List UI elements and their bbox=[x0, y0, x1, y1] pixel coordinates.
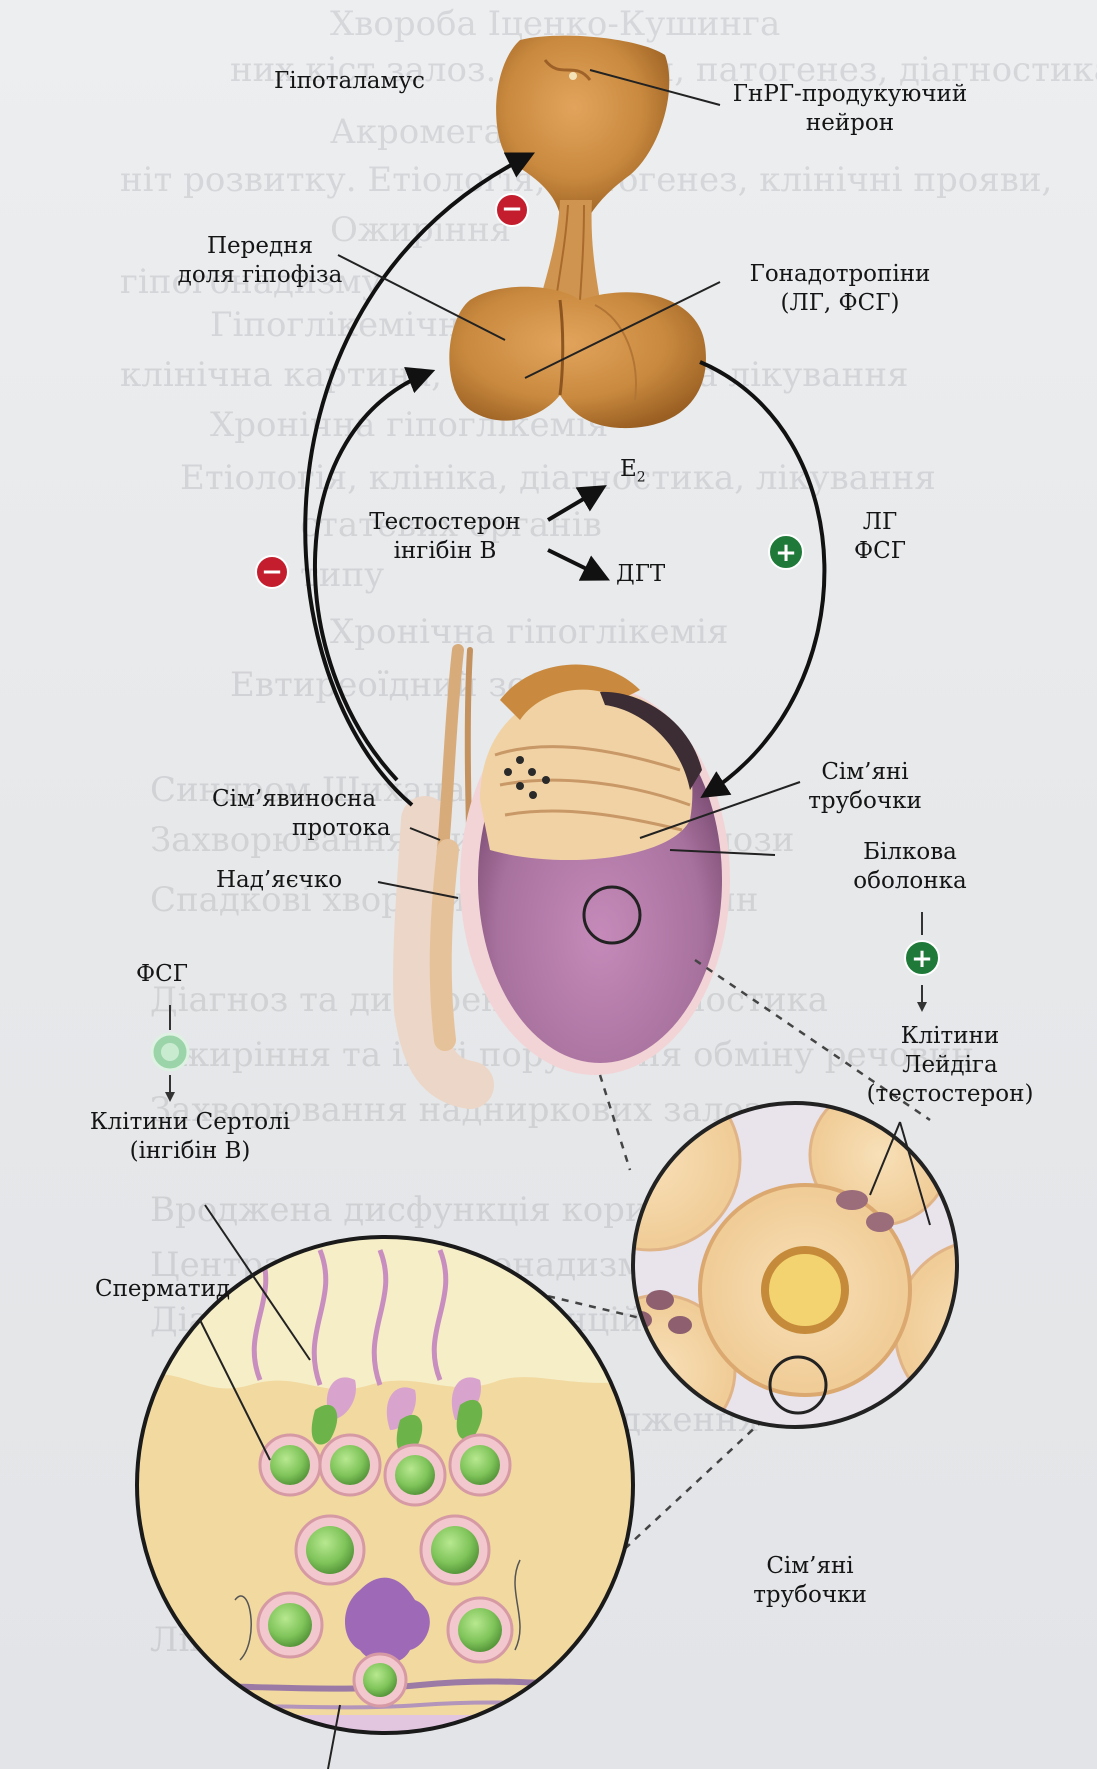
svg-text:+: + bbox=[775, 538, 797, 568]
sertoli-cells-label-line: (інгібін В) bbox=[75, 1137, 305, 1166]
testosterone-to-dht-arrow bbox=[548, 550, 605, 578]
leydig-cells-label-line: Лейдіга bbox=[855, 1051, 1045, 1080]
sertoli-cells-label-line: Клітини Сертолі bbox=[75, 1108, 305, 1137]
epithelium-magnification bbox=[130, 1237, 640, 1740]
gonadotropins-label-line: Гонадотропіни bbox=[725, 260, 955, 289]
testis-illustration bbox=[417, 650, 730, 1085]
tunica-albuginea-label-line: Білкова bbox=[835, 838, 985, 867]
gnrh-neuron-label-line: нейрон bbox=[725, 109, 975, 138]
gonadotropins-label: Гонадотропіни (ЛГ, ФСГ) bbox=[725, 260, 955, 318]
tubule-cross-section bbox=[560, 1070, 1075, 1501]
seminiferous-tubules-bottom-label-line: Сім’яні bbox=[725, 1552, 895, 1581]
anterior-pituitary-label-line: доля гіпофіза bbox=[160, 261, 360, 290]
dht-label: ДГТ bbox=[616, 560, 665, 589]
minus-badge: − bbox=[256, 556, 288, 588]
e2-label-subscript: 2 bbox=[637, 470, 646, 486]
tunica-albuginea-label-line: оболонка bbox=[835, 867, 985, 896]
leydig-cells-label-line: Клітини bbox=[855, 1022, 1045, 1051]
anterior-pituitary-label: Передня доля гіпофіза bbox=[160, 232, 360, 290]
svg-text:−: − bbox=[261, 557, 283, 587]
testosterone-label: Тестостерон bbox=[345, 508, 545, 537]
seminiferous-tubules-bottom-label: Сім’яні трубочки bbox=[725, 1552, 895, 1610]
gonadotropins-label-line: (ЛГ, ФСГ) bbox=[725, 289, 955, 318]
sertoli-cells-label: Клітини Сертолі (інгібін В) bbox=[75, 1108, 305, 1166]
testosterone-to-e2-arrow bbox=[548, 488, 602, 520]
fsg-symbol bbox=[152, 1034, 188, 1070]
minus-badge: − bbox=[496, 194, 528, 226]
seminiferous-tubules-label-line: Сім’яні bbox=[795, 758, 935, 787]
leydig-cells-label-line: (тестостерон) bbox=[855, 1080, 1045, 1109]
gnrh-neuron-label: ГнРГ-продукуючий нейрон bbox=[725, 80, 975, 138]
vas-deferens-label-line: протока bbox=[212, 814, 391, 843]
e2-label-base: E bbox=[620, 456, 637, 482]
spermatid-label: Сперматид bbox=[95, 1275, 230, 1304]
seminiferous-tubules-label-line: трубочки bbox=[795, 787, 935, 816]
fsg-left-label: ФСГ bbox=[136, 960, 188, 989]
hypothalamus-label: Гіпоталамус bbox=[274, 67, 425, 96]
svg-text:−: − bbox=[501, 194, 523, 224]
pituitary-stalk bbox=[540, 200, 600, 300]
fsh-label: ФСГ bbox=[840, 537, 920, 566]
testosterone-inhibin-label: Тестостерон інгібін В bbox=[345, 508, 545, 566]
anterior-pituitary-label-line: Передня bbox=[160, 232, 360, 261]
vas-deferens-label: Сім’явиносна протока bbox=[212, 785, 391, 843]
vas-deferens-label-line: Сім’явиносна bbox=[212, 785, 391, 814]
seminiferous-tubules-bottom-label-line: трубочки bbox=[725, 1581, 895, 1610]
plus-badge: + bbox=[905, 941, 939, 975]
seminiferous-tubules-label: Сім’яні трубочки bbox=[795, 758, 935, 816]
testosterone-to-pituitary-arrow bbox=[315, 372, 430, 780]
inhibin-b-label: інгібін В bbox=[345, 537, 545, 566]
tunica-albuginea-label: Білкова оболонка bbox=[835, 838, 985, 896]
lh-label: ЛГ bbox=[840, 508, 920, 537]
plus-badge: + bbox=[769, 535, 803, 569]
e2-label: E2 bbox=[620, 455, 646, 493]
hypothalamus-illustration bbox=[496, 36, 669, 215]
lh-fsh-label: ЛГ ФСГ bbox=[840, 508, 920, 566]
leydig-cells-label: Клітини Лейдіга (тестостерон) bbox=[855, 1022, 1045, 1109]
epididymis-label: Над’яєчко bbox=[216, 866, 342, 895]
lh-fsh-to-testis-arrow bbox=[700, 362, 824, 795]
gnrh-neuron-label-line: ГнРГ-продукуючий bbox=[725, 80, 975, 109]
svg-text:+: + bbox=[911, 944, 933, 974]
